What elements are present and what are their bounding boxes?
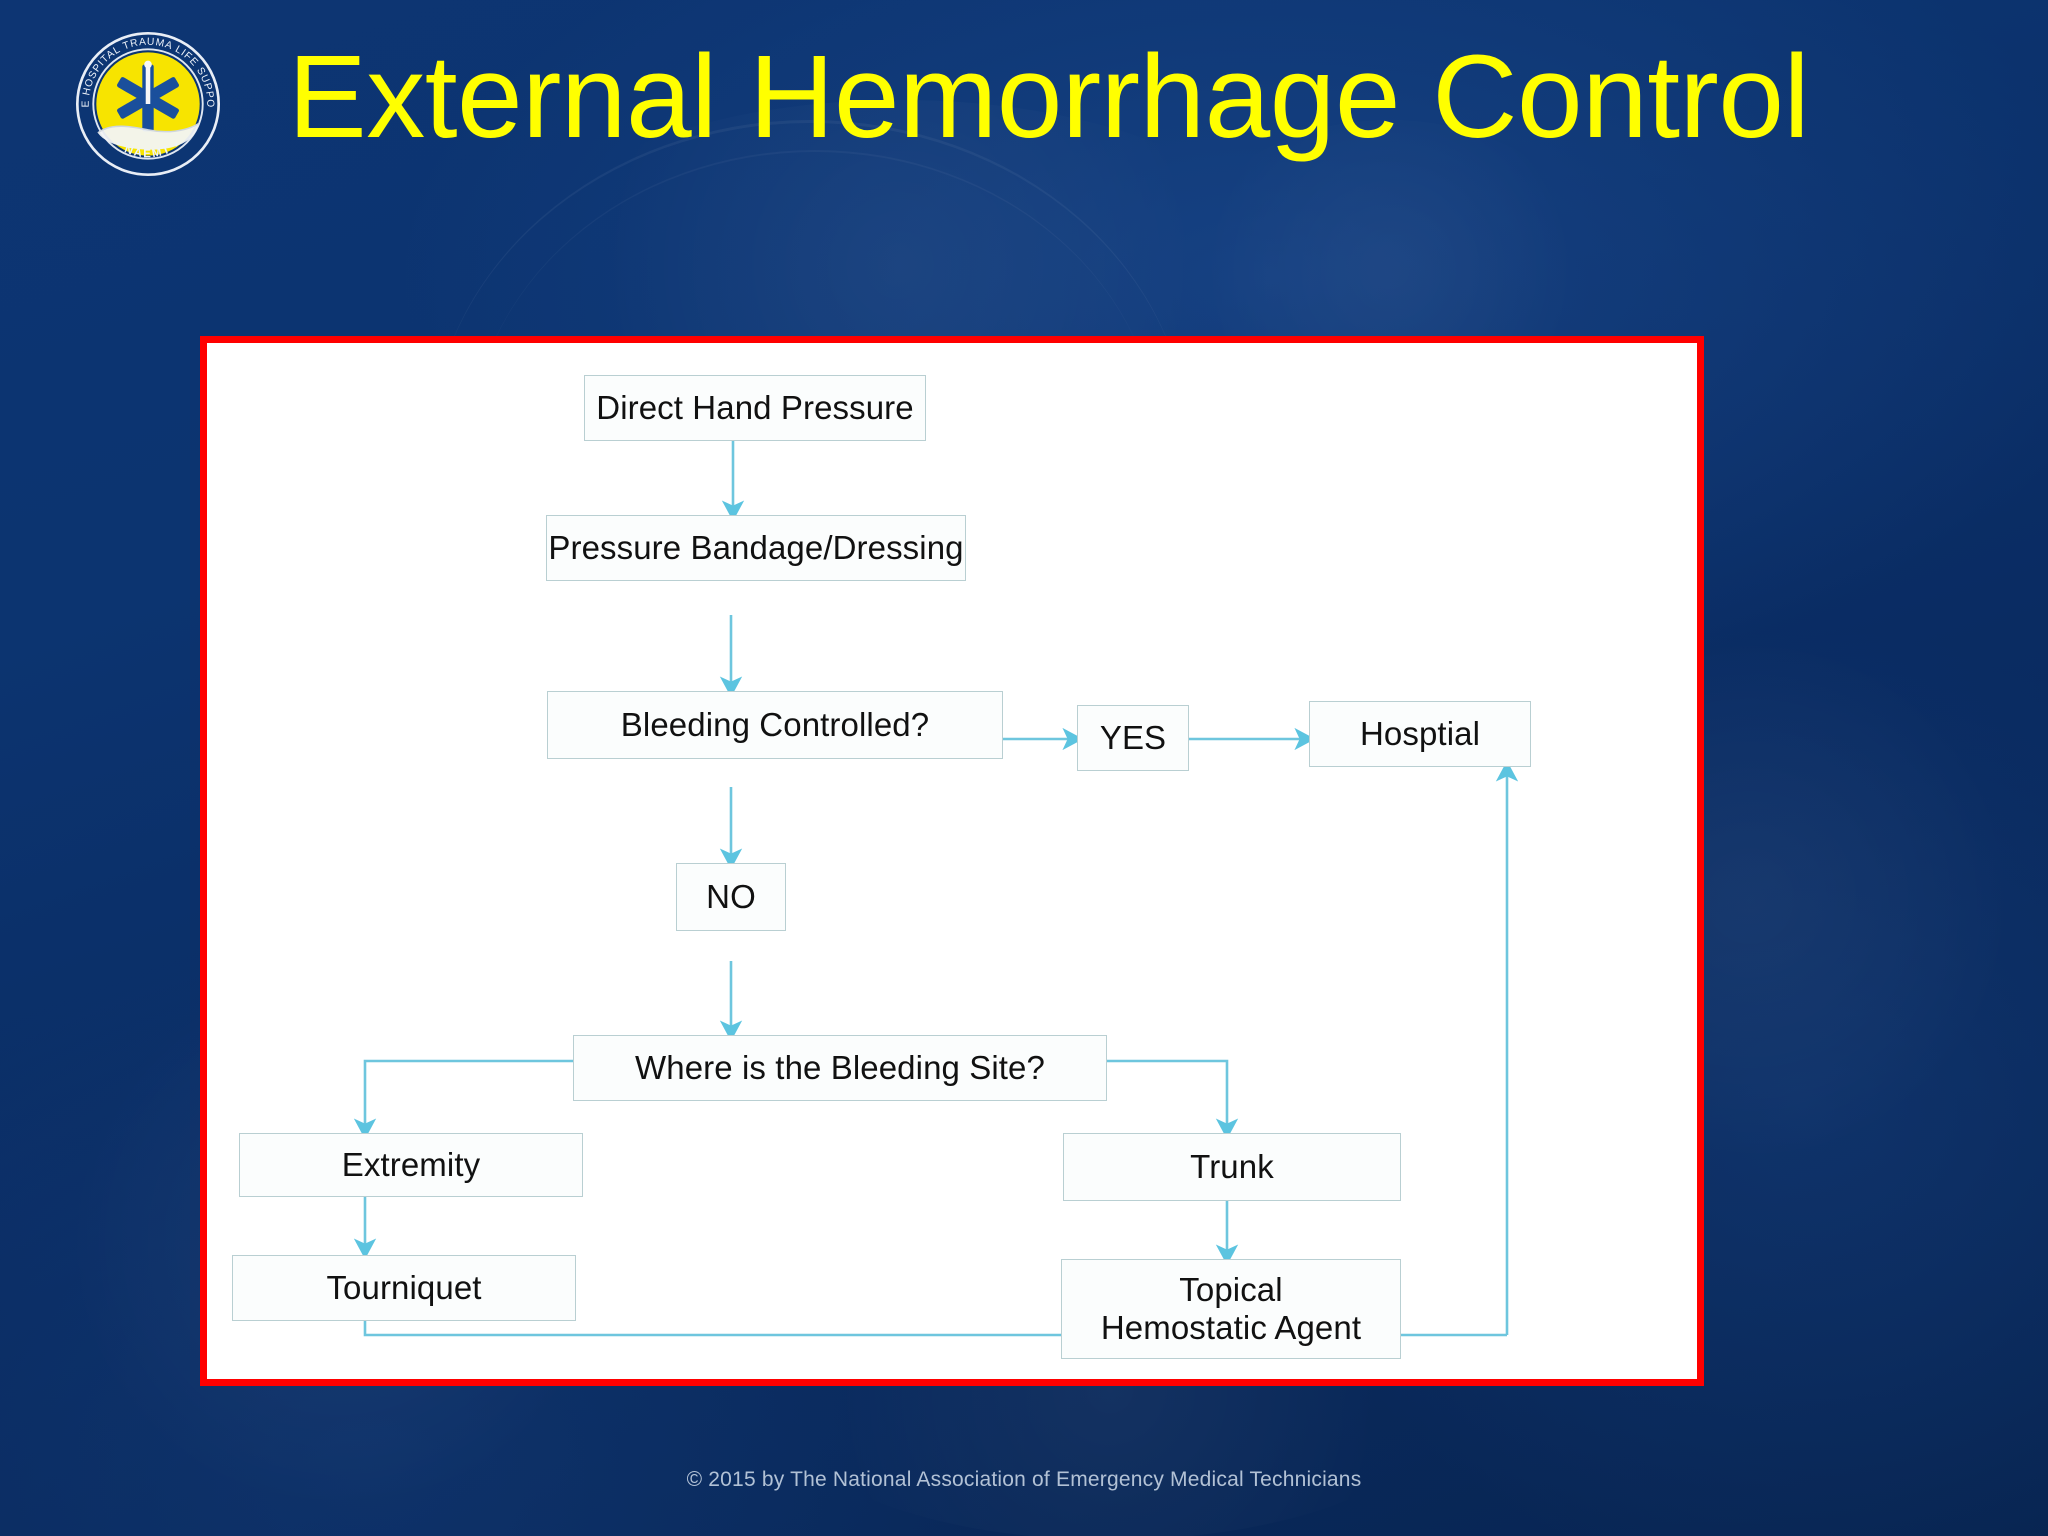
node-trunk[interactable]: Trunk <box>1063 1133 1401 1201</box>
node-hospital[interactable]: Hosptial <box>1309 701 1531 767</box>
node-tourniquet[interactable]: Tourniquet <box>232 1255 576 1321</box>
flowchart-frame: Direct Hand Pressure Pressure Bandage/Dr… <box>200 336 1704 1386</box>
node-yes[interactable]: YES <box>1077 705 1189 771</box>
phtls-naemt-logo-icon: PRE HOSPITAL TRAUMA LIFE SUPPORT • NAEMT… <box>72 28 221 177</box>
slide-header: PRE HOSPITAL TRAUMA LIFE SUPPORT • NAEMT… <box>0 0 2048 210</box>
flowchart-nodes: Direct Hand Pressure Pressure Bandage/Dr… <box>207 343 1697 1379</box>
node-direct-hand-pressure[interactable]: Direct Hand Pressure <box>584 375 926 441</box>
node-bleeding-site[interactable]: Where is the Bleeding Site? <box>573 1035 1107 1101</box>
node-extremity[interactable]: Extremity <box>239 1133 583 1197</box>
node-no[interactable]: NO <box>676 863 786 931</box>
page-title: External Hemorrhage Control <box>288 31 1810 163</box>
node-bleeding-controlled[interactable]: Bleeding Controlled? <box>547 691 1003 759</box>
node-pressure-bandage[interactable]: Pressure Bandage/Dressing <box>546 515 966 581</box>
copyright-footer: © 2015 by The National Association of Em… <box>686 1468 1362 1491</box>
node-topical-hemostatic-agent[interactable]: Topical Hemostatic Agent <box>1061 1259 1401 1359</box>
